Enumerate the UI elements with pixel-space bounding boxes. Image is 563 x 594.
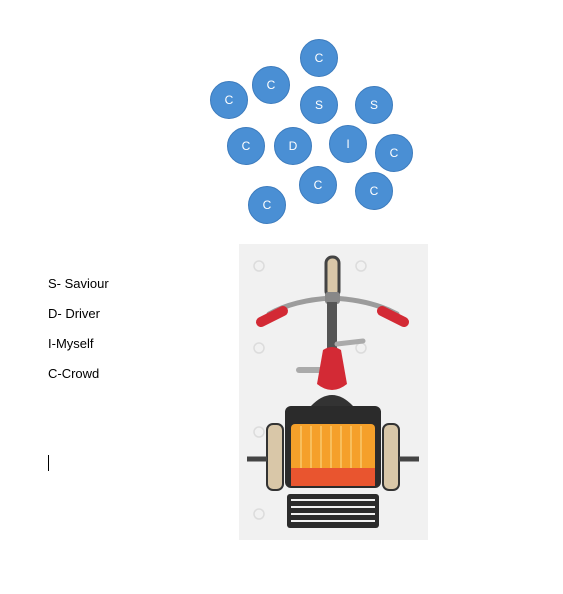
circle-crowd: C — [355, 172, 393, 210]
circle-saviour: S — [355, 86, 393, 124]
roof-red-band — [291, 468, 375, 486]
right-grip — [377, 306, 409, 327]
roof-stripes — [300, 426, 362, 468]
circle-crowd: C — [248, 186, 286, 224]
circle-crowd: C — [227, 127, 265, 165]
grille-slats — [291, 499, 375, 522]
left-grip — [256, 306, 288, 327]
legend-item-driver: D- Driver — [48, 306, 100, 321]
legend-item-crowd: C-Crowd — [48, 366, 100, 381]
circle-crowd: C — [210, 81, 248, 119]
lever — [334, 338, 366, 347]
front-wheel — [324, 255, 341, 299]
left-rear-wheel — [266, 423, 284, 491]
legend-item-saviour: S- Saviour — [48, 276, 109, 291]
circle-saviour: S — [300, 86, 338, 124]
legend: S- Saviour D- Driver I-Myself C-Crowd — [48, 276, 109, 396]
legend-item-myself: I-Myself — [48, 336, 94, 351]
circle-crowd: C — [300, 39, 338, 77]
handlebar-center — [325, 292, 340, 304]
rear-grille — [287, 494, 379, 528]
circle-myself: I — [329, 125, 367, 163]
steering-column — [327, 302, 337, 362]
circle-crowd: C — [299, 166, 337, 204]
right-rear-wheel — [382, 423, 400, 491]
circle-driver: D — [274, 127, 312, 165]
circle-crowd: C — [375, 134, 413, 172]
front-body — [317, 347, 347, 390]
watermark — [253, 260, 367, 520]
dashboard — [311, 395, 353, 406]
text-cursor — [48, 455, 49, 471]
circle-crowd: C — [252, 66, 290, 104]
auto-rickshaw-illustration — [239, 244, 428, 540]
